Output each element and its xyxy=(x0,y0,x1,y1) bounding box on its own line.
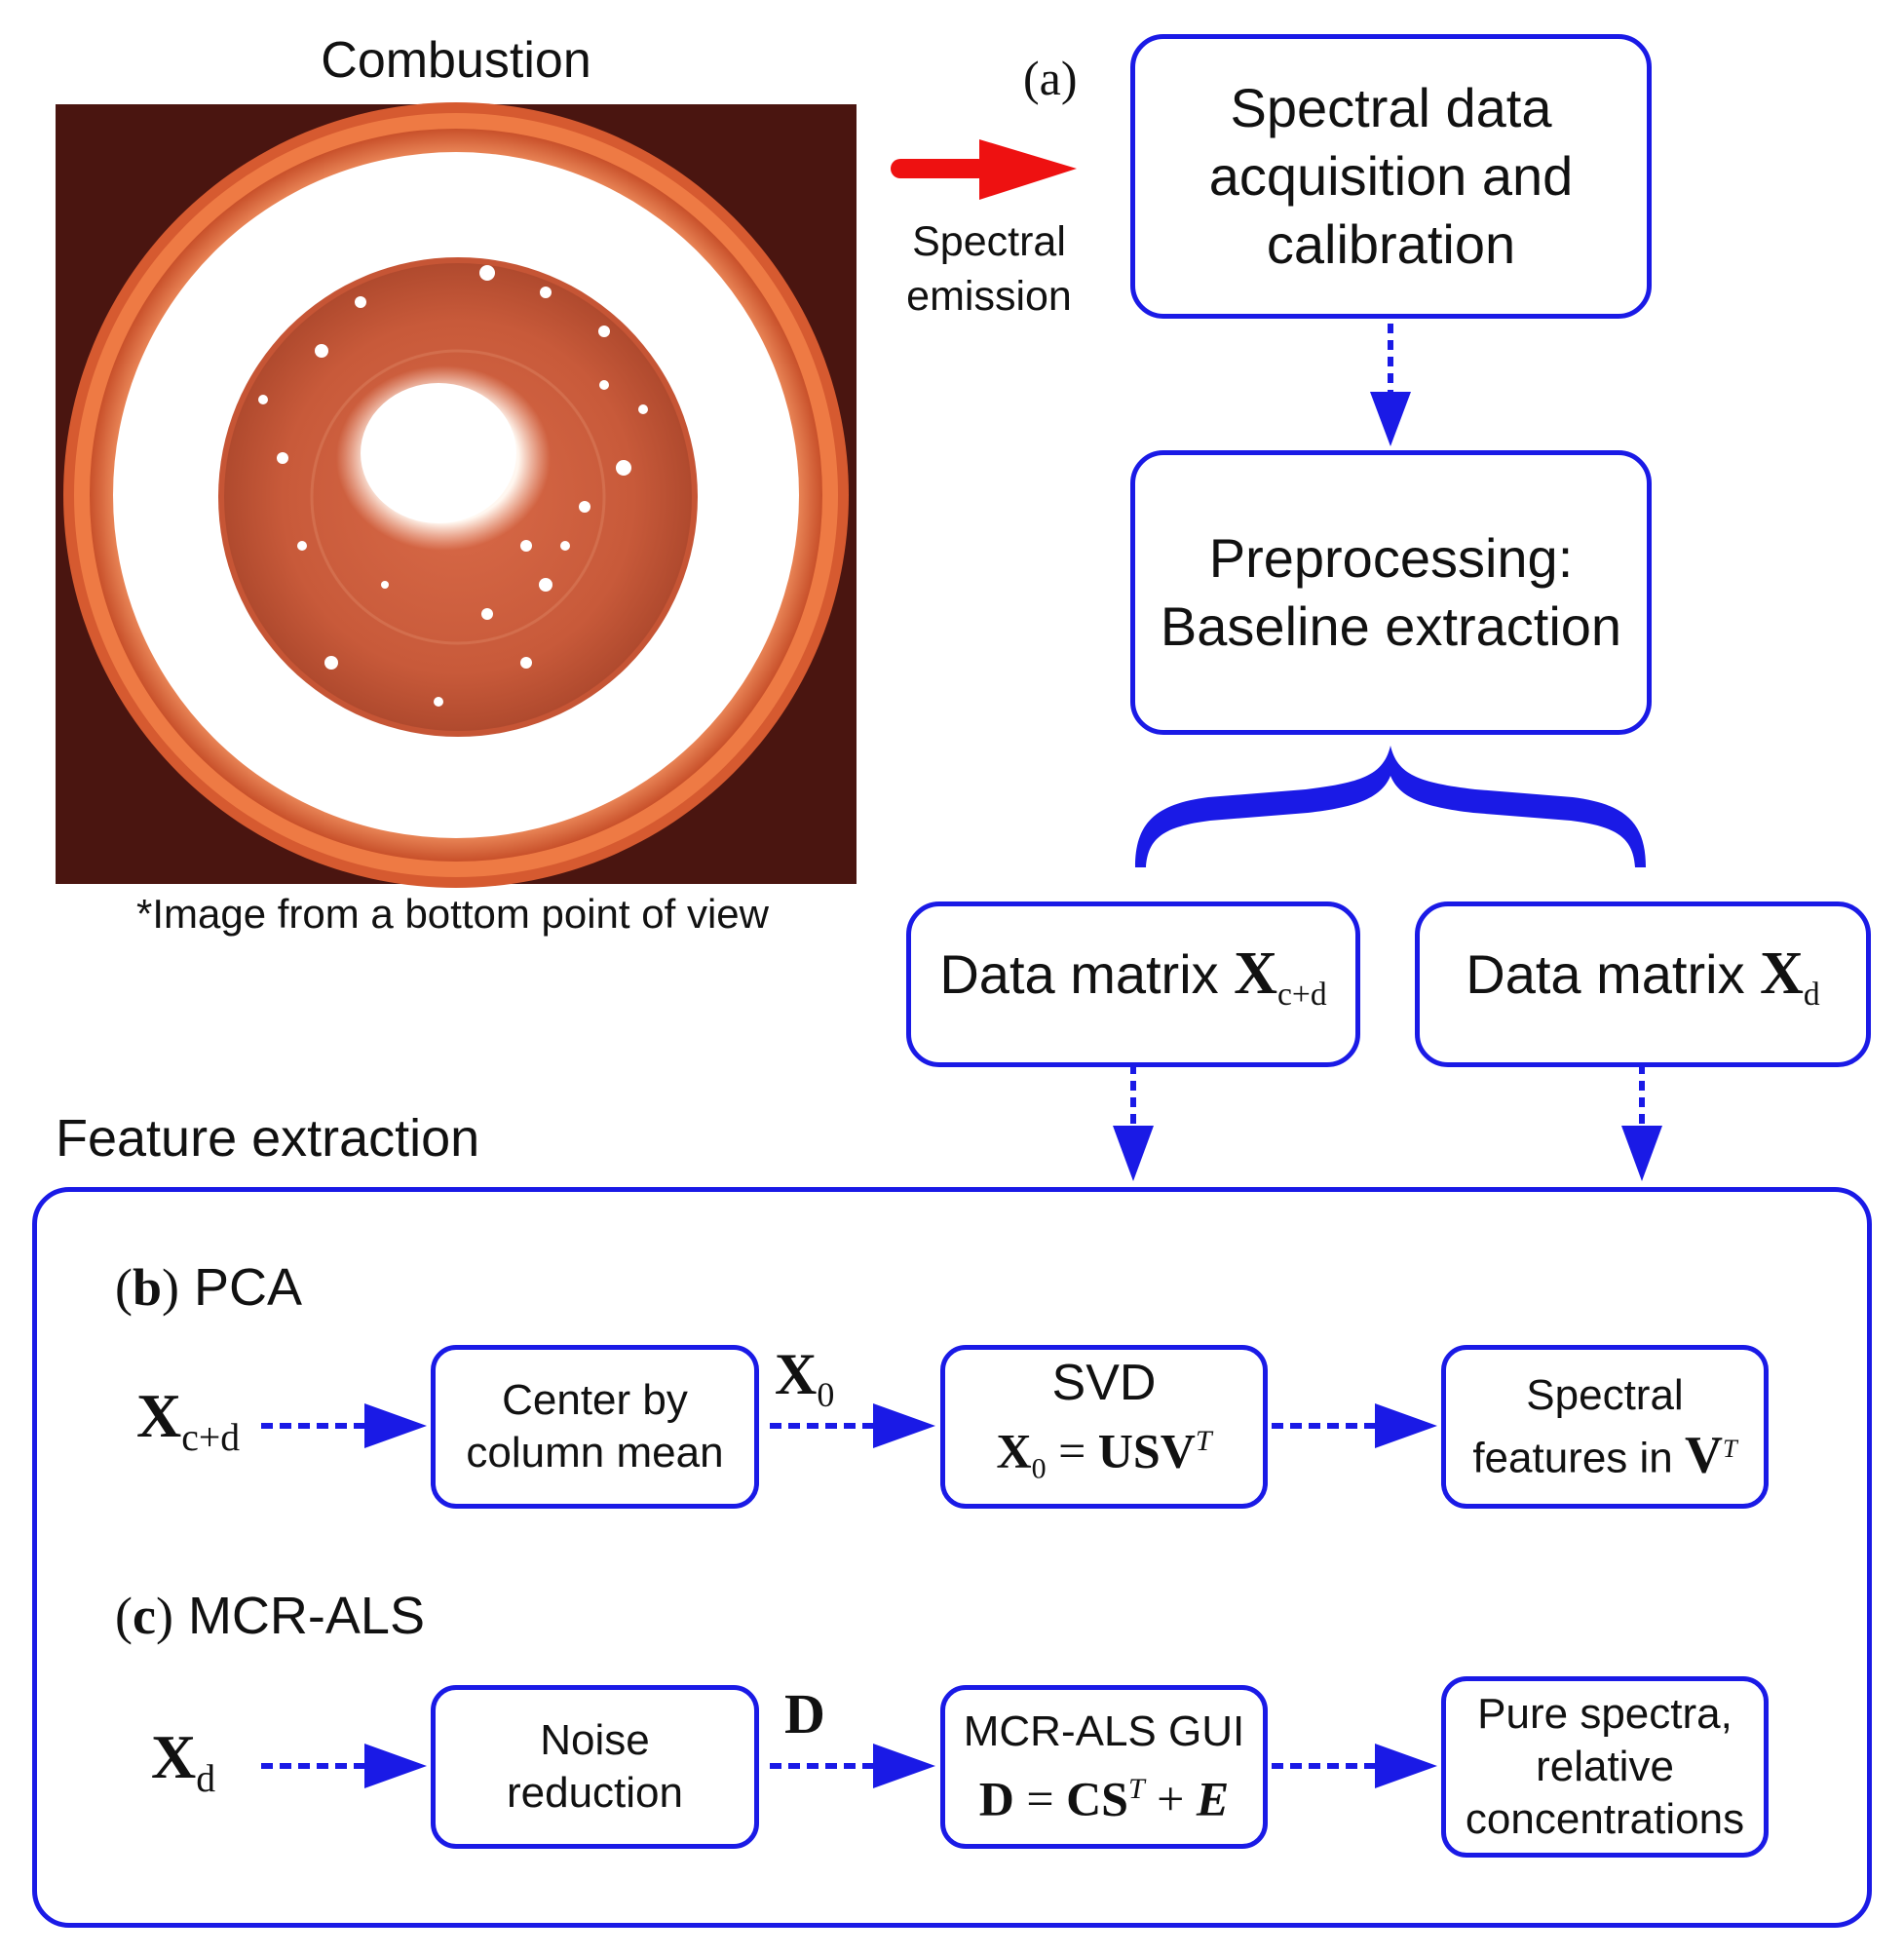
acquisition-line-3: calibration xyxy=(1266,213,1516,275)
acquisition-box: Spectral data acquisition and calibratio… xyxy=(1130,34,1652,319)
pca-arrows xyxy=(261,1403,1437,1448)
acquisition-line-1: Spectral data xyxy=(1230,77,1552,138)
data-matrix-cd-label: Data matrix Xc+d xyxy=(939,940,1327,1014)
d-edge-label: D xyxy=(784,1682,825,1745)
pca-input-symbol: Xc+d xyxy=(136,1381,241,1459)
arrow-matrix-cd-to-features xyxy=(1113,1064,1154,1181)
pure-spectra-box: Pure spectra, relative concentrations xyxy=(1441,1676,1769,1858)
spectral-emission-label: Spectral emission xyxy=(892,214,1086,324)
svd-title: SVD xyxy=(1051,1354,1157,1411)
acquisition-line-2: acquisition and xyxy=(1208,145,1574,207)
combustion-photo xyxy=(56,102,857,888)
svd-box: SVD X0 = USVT xyxy=(940,1345,1268,1509)
mcr-arrows xyxy=(261,1744,1437,1788)
mcr-input-symbol: Xd xyxy=(151,1722,216,1800)
feature-extraction-panel xyxy=(32,1187,1872,1928)
spectral-features-box: Spectral features in VT xyxy=(1441,1345,1769,1509)
arrow-matrix-d-to-features xyxy=(1621,1064,1662,1181)
center-by-column-mean-box: Center by column mean xyxy=(431,1345,759,1509)
preprocessing-box: Preprocessing: Baseline extraction xyxy=(1130,450,1652,735)
pure-spectra-line-3: concentrations xyxy=(1465,1795,1745,1843)
panel-a-label: (a) xyxy=(1023,51,1078,105)
mcr-equation: D = CST + E xyxy=(978,1771,1230,1826)
spectral-emission-line-1: Spectral xyxy=(912,218,1066,265)
data-matrix-cd-box: Data matrix Xc+d xyxy=(906,901,1360,1067)
photo-title: Combustion xyxy=(321,32,591,89)
data-matrix-d-label: Data matrix Xd xyxy=(1466,940,1820,1014)
noise-reduction-box: Noise reduction xyxy=(431,1685,759,1849)
mcr-gui-title: MCR-ALS GUI xyxy=(963,1707,1245,1756)
split-brace xyxy=(1135,746,1646,867)
center-line-2: column mean xyxy=(466,1429,724,1477)
spectral-features-line-1: Spectral xyxy=(1526,1370,1684,1419)
data-matrix-d-box: Data matrix Xd xyxy=(1415,901,1871,1067)
svd-equation: X0 = USVT xyxy=(996,1423,1212,1485)
center-line-1: Center by xyxy=(502,1376,688,1424)
spectral-emission-arrow xyxy=(891,139,1077,200)
preprocessing-line-1: Preprocessing: xyxy=(1208,527,1574,589)
mcr-als-gui-box: MCR-ALS GUI D = CST + E xyxy=(940,1685,1268,1849)
spectral-features-line-2: features in VT xyxy=(1472,1425,1737,1484)
arrow-acquisition-to-preprocessing xyxy=(1370,324,1411,446)
feature-extraction-title: Feature extraction xyxy=(56,1109,480,1168)
x0-edge-label: X0 xyxy=(775,1342,835,1414)
noise-line-1: Noise xyxy=(540,1716,650,1764)
spectral-emission-line-2: emission xyxy=(906,273,1072,320)
pca-label: (b) PCA xyxy=(115,1258,303,1317)
pure-spectra-line-2: relative xyxy=(1536,1743,1674,1790)
pure-spectra-line-1: Pure spectra, xyxy=(1477,1690,1733,1738)
mcr-label: (c) MCR-ALS xyxy=(115,1587,425,1645)
photo-caption: *Image from a bottom point of view xyxy=(136,891,769,937)
preprocessing-line-2: Baseline extraction xyxy=(1160,595,1622,657)
noise-line-2: reduction xyxy=(506,1769,683,1817)
